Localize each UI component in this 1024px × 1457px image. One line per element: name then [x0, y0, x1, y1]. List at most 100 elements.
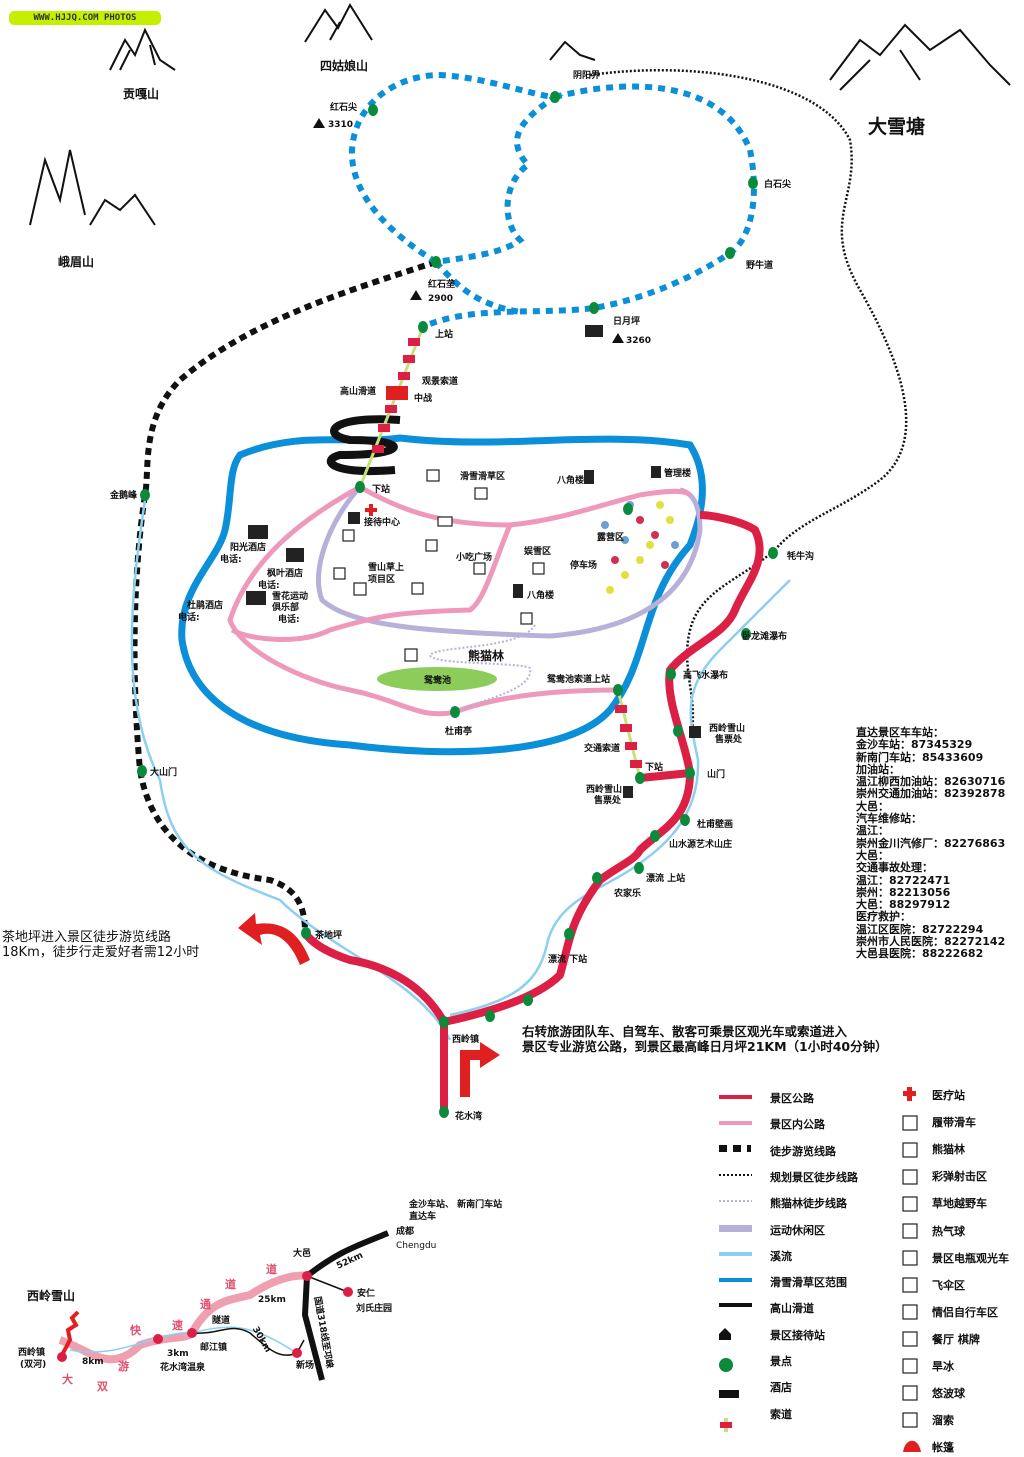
- label-pond-station: 鸳鸯池索道上站: [547, 673, 610, 685]
- right-turn-note: 右转旅游团队车、自驾车、散客可乘景区观光车或索道进入 景区专业游览公路，到景区最…: [522, 1024, 888, 1054]
- legend-item-label: 索道: [770, 1407, 792, 1421]
- label-ticket-2: 售票处: [714, 733, 743, 745]
- label-rafting-up: 漂流 上站: [646, 872, 685, 884]
- legend-item-label: 医疗站: [932, 1089, 965, 1102]
- legend-item-label: 悠波球: [932, 1387, 965, 1401]
- label-xuehua-2: 俱乐部: [271, 601, 299, 613]
- inset-anren: 安仁: [357, 1287, 375, 1299]
- mountain-labels: 贡嘎山 四姑娘山 大雪塘 峨眉山: [58, 58, 925, 269]
- legend-item-label: 景区公路: [770, 1092, 814, 1105]
- label-dashanmen: 大山门: [150, 766, 177, 778]
- peak-triangle-icons: [313, 118, 624, 343]
- inset-chengdu-en: Chengdu: [396, 1241, 436, 1251]
- contact-line: 医疗救护：: [856, 910, 911, 924]
- label-phone: 电话:: [258, 579, 280, 591]
- legend-item-label: 规划景区徒步线路: [770, 1170, 858, 1184]
- inset-shuanghe: (双河): [20, 1358, 46, 1370]
- label-octagon-1: 八角楼: [556, 474, 584, 486]
- label-ticket-1: 西岭雪山: [586, 783, 622, 795]
- inset-huashuiwan: 花水湾温泉: [160, 1361, 206, 1373]
- label-octagon-2: 八角楼: [526, 589, 554, 601]
- route-labels: 金鹅峰 大山门 茶地坪 西岭镇 花水湾 牦牛沟 卧龙滩瀑布 高飞水瀑布 西岭雪山…: [109, 489, 814, 1122]
- label-panda-forest: 熊猫林: [468, 648, 504, 663]
- label-maoniugou: 牦牛沟: [787, 550, 814, 562]
- ski-area-labels: 滑雪滑草区 八角楼 管理楼 接待中心 阳光酒店 电话: 枫叶酒店 电话: 雪花运…: [178, 467, 691, 806]
- left-turn-arrow-icon: [238, 913, 310, 965]
- inset-highway-char: 快: [129, 1323, 142, 1337]
- legend-item-label: 景区接待站: [770, 1328, 825, 1342]
- label-hongshijian: 红石尖: [330, 101, 358, 113]
- inset-highway-char: 双: [97, 1380, 108, 1393]
- legend-item-label: 热气球: [932, 1224, 965, 1238]
- contact-line: 崇州交通加油站：82392878: [856, 787, 1006, 801]
- contact-line: 大邑：: [856, 799, 889, 813]
- label-scenic-cableway: 观景索道: [422, 375, 458, 387]
- label-parking: 停车场: [570, 559, 597, 571]
- inner-roads: [227, 484, 692, 717]
- label-hongshijian-alt: 3310: [328, 120, 353, 130]
- label-hongshilong-alt: 2900: [428, 294, 453, 304]
- contact-line: 交通事故处理：: [856, 861, 933, 875]
- legend-item-label: 熊猫林: [932, 1143, 965, 1157]
- label-dujuan-hotel: 杜鹃酒店: [187, 599, 223, 611]
- contact-line: 崇州：82213056: [856, 885, 951, 899]
- inset-highway-char: 通: [200, 1298, 211, 1311]
- legend-symbols: [719, 1087, 921, 1452]
- legend-item-label: 溪流: [770, 1249, 792, 1263]
- inset-highway-char: 速: [172, 1318, 183, 1332]
- inset-highway-char: 道: [266, 1262, 277, 1276]
- label-rafting-down: 漂流 下站: [548, 953, 587, 965]
- mountain-daxuetang: 大雪塘: [868, 115, 925, 138]
- legend-item-label: 履带滑车: [932, 1116, 976, 1130]
- label-dufu-pavilion: 杜甫亭: [445, 725, 472, 737]
- inset-title: 西岭雪山: [27, 1288, 75, 1303]
- label-fengye-hotel: 枫叶酒店: [267, 567, 303, 579]
- label-yeniudao: 野牛道: [746, 259, 773, 271]
- label-pond: 鸳鸯池: [424, 674, 451, 686]
- label-camping: 露营区: [597, 531, 624, 543]
- hiking-trail: [131, 259, 437, 934]
- inset-chengdu: 成都: [396, 1225, 414, 1237]
- mountain-emei: 峨眉山: [58, 254, 94, 269]
- label-ski-grass: 滑雪滑草区: [460, 470, 505, 482]
- legend-item-label: 情侣自行车区: [932, 1305, 998, 1319]
- label-wolong: 卧龙滩瀑布: [742, 630, 787, 642]
- contact-line: 崇州市人民医院：82272142: [856, 935, 1006, 949]
- inset-3km: 3km: [167, 1349, 189, 1359]
- legend-item-label: 运动休闲区: [770, 1223, 825, 1237]
- label-phone: 电话:: [278, 613, 300, 625]
- label-hongshilong: 红石垄: [428, 278, 455, 290]
- hiking-note-line-2: 18Km，徒步行走爱好者需12小时: [2, 945, 200, 960]
- legend-item-label: 飞伞区: [932, 1278, 965, 1292]
- inset-8km: 8km: [82, 1357, 104, 1367]
- label-grass-2: 项目区: [368, 574, 395, 585]
- legend-item-label: 彩弹射击区: [932, 1170, 987, 1184]
- label-ticket-2: 售票处: [593, 794, 622, 806]
- contact-line: 加油站：: [856, 762, 900, 776]
- inset-bus-2: 直达车: [409, 1210, 436, 1222]
- scenic-spot-markers: [137, 91, 778, 1118]
- right-turn-note-line-1: 右转旅游团队车、自驾车、散客可乘景区观光车或索道进入: [522, 1024, 848, 1039]
- yuanyang-pond: [377, 667, 497, 691]
- label-yinyangjie: 阴阳界: [573, 70, 600, 81]
- label-middle-station: 中战: [414, 392, 432, 404]
- contact-line: 大邑县医院：88222682: [856, 947, 984, 961]
- mountain-sigu: 四姑娘山: [320, 58, 368, 73]
- inset-highway-char: 道: [225, 1277, 236, 1291]
- legend-item-label: 景区内公路: [770, 1118, 825, 1132]
- ski-zone-boundary: [178, 434, 706, 756]
- peak-trail-loop: [348, 71, 757, 330]
- medical-cross-icon: [365, 504, 377, 516]
- label-huashuiwan: 花水湾: [455, 1110, 482, 1122]
- inset-bus-1: 金沙车站、 新南门车站: [408, 1198, 502, 1210]
- inset-xiling: 西岭镇: [18, 1346, 45, 1358]
- label-shanmen: 山门: [707, 768, 725, 780]
- inset-highway-char: 游: [118, 1359, 129, 1373]
- hiking-note: 茶地坪进入景区徒步游览线路 18Km，徒步行走爱好者需12小时: [2, 930, 199, 960]
- label-xuehua-1: 雪花运动: [272, 590, 308, 602]
- legend-item-label: 高山滑道: [770, 1302, 814, 1316]
- contact-line: 温江：82722471: [856, 873, 951, 887]
- contact-line: 温江区医院：82722294: [856, 922, 984, 936]
- label-shanshuiyuan: 山水源艺术山庄: [669, 838, 732, 850]
- legend-item-label: 草地越野车: [932, 1197, 987, 1211]
